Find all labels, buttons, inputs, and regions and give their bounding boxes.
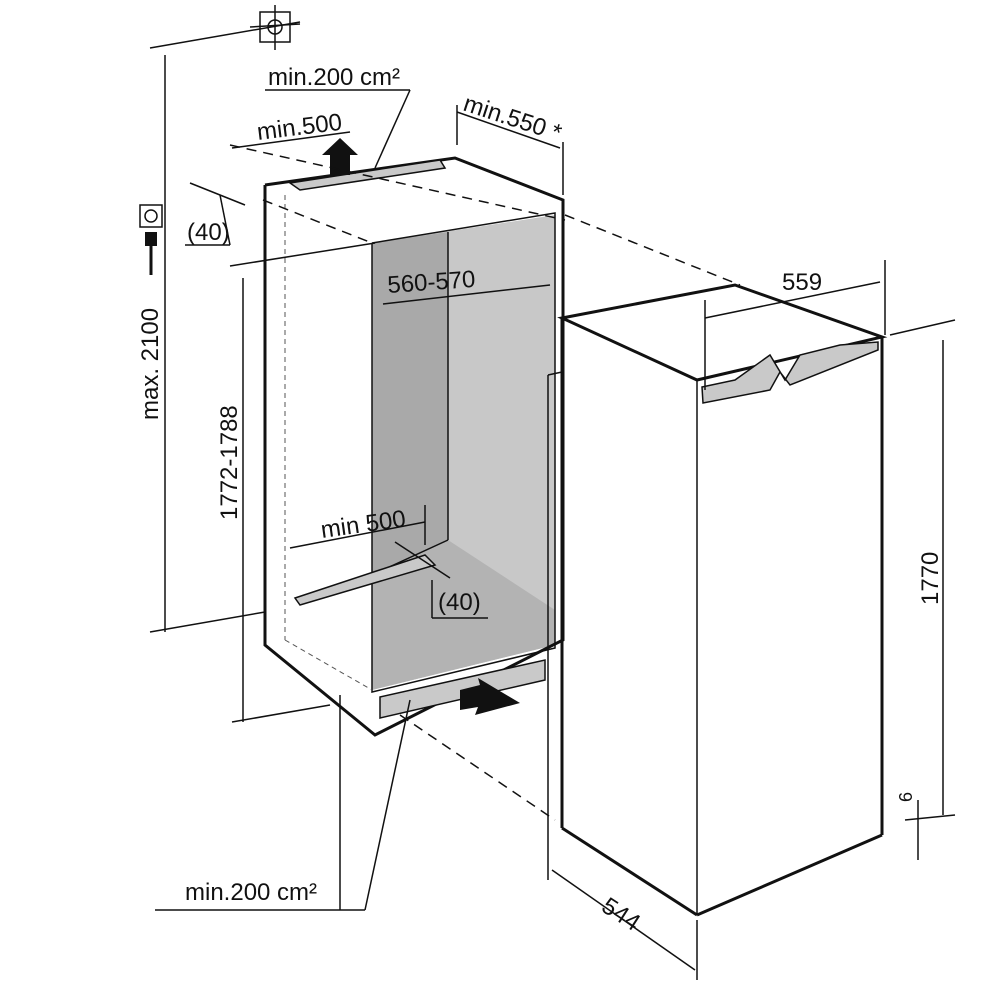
bottom-vent-area-label: min.200 cm² — [185, 879, 317, 906]
power-socket-icon — [139, 204, 163, 228]
niche-depth-label: min.550 * — [460, 90, 565, 147]
water-connection-icon — [249, 5, 301, 50]
niche-cabinet — [263, 138, 565, 737]
appliance — [547, 283, 888, 917]
max-height-label: max. 2100 — [137, 308, 164, 420]
appliance-vent-grille — [701, 341, 879, 404]
niche-opening — [371, 212, 556, 693]
bottom-offset-label: 6 — [896, 792, 916, 802]
top-gap-label: (40) — [187, 219, 230, 246]
niche-height-label: 1772-1788 — [216, 405, 243, 520]
power-plug-icon — [145, 232, 157, 275]
bottom-rear-vent — [293, 554, 437, 606]
top-vent — [288, 159, 447, 191]
niche-interior-floor — [372, 540, 555, 690]
appliance-height-label: 1770 — [917, 552, 944, 605]
appliance-width-label: 559 — [782, 269, 822, 296]
top-vent-width-label: min.500 — [255, 109, 343, 146]
air-in-arrow — [460, 678, 520, 715]
niche-interior-left — [372, 232, 448, 575]
niche-width-label: 560-570 — [387, 266, 477, 299]
bottom-gap-label: (40) — [438, 589, 481, 616]
top-vent-area-label: min.200 cm² — [268, 64, 400, 91]
air-out-arrow — [322, 138, 358, 175]
bottom-vent — [379, 659, 546, 719]
projection-lines — [229, 144, 741, 821]
